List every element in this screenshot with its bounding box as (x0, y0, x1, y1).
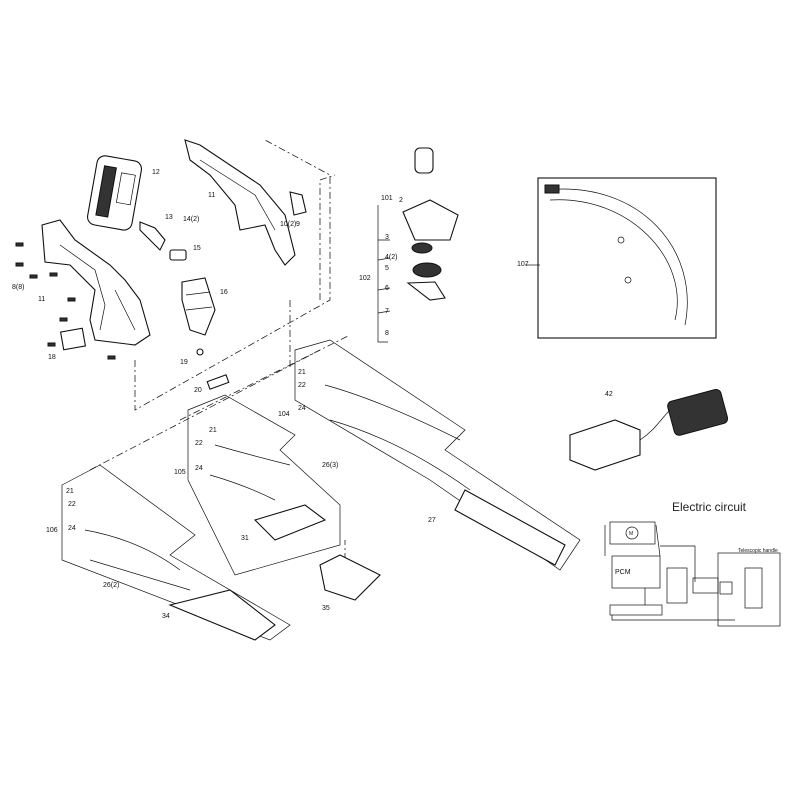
part-number-label: 24 (195, 465, 203, 472)
part-number-label: 101 (381, 195, 393, 202)
part-number-label: 31 (241, 535, 249, 542)
part-number-label: 26(3) (322, 462, 338, 469)
part-number-label: 18 (48, 354, 56, 361)
part-number-label: 7 (385, 308, 389, 315)
handle-housing-left (41, 219, 151, 346)
part-number-label: 10(2) (280, 221, 296, 228)
part-number-label: 15 (193, 245, 201, 252)
battery-pack (86, 155, 143, 231)
part-number-label: 107 (517, 261, 529, 268)
screws (15, 242, 116, 360)
part-number-label: 21 (298, 369, 306, 376)
part-number-label: 4(2) (385, 254, 397, 261)
part-number-label: 6 (385, 285, 389, 292)
part-number-label: 24 (68, 525, 76, 532)
electric-circuit: Electric circuit M PCM Telescopic handle (604, 500, 781, 627)
part-number-label: 34 (162, 613, 170, 620)
part-number-label: 27 (428, 517, 436, 524)
part-number-label: 104 (278, 411, 290, 418)
part-number-label: 26(2) (103, 582, 119, 589)
handle-housing-right (184, 139, 296, 266)
part-number-label: 106 (46, 527, 58, 534)
part-number-label: 19 (180, 359, 188, 366)
part-number-label: 12 (152, 169, 160, 176)
part-number-label: 9 (296, 221, 300, 228)
part-number-label: 21 (66, 488, 74, 495)
part-number-label: 14(2) (183, 216, 199, 223)
part-number-label: 5 (385, 265, 389, 272)
part-number-label: 42 (605, 391, 613, 398)
part-number-label: 13 (165, 214, 173, 221)
part-number-label: 20 (194, 387, 202, 394)
part-number-label: 102 (359, 275, 371, 282)
part-number-label: 3 (385, 234, 389, 241)
part-number-label: 35 (322, 605, 330, 612)
part-number-label: 8(8) (12, 284, 24, 291)
switch-parts (59, 191, 307, 390)
motor-icon (625, 526, 639, 540)
blade-set-106 (61, 464, 381, 641)
part-number-label: 21 (209, 427, 217, 434)
part-number-label: 16 (220, 289, 228, 296)
motor-label: M (629, 531, 633, 537)
pcm-label: PCM (615, 569, 631, 576)
part-labels: 12 11 13 14(2) 15 16 10(2)9 8(8) 11 18 19 20 101 2 3 10… (12, 169, 613, 620)
part-number-label: 105 (174, 469, 186, 476)
part-number-label: 11 (208, 192, 215, 199)
blade-set-105 (187, 394, 341, 576)
telescopic-handle-label: Telescopic handle (738, 548, 778, 554)
assembly-lines (89, 139, 351, 560)
part-number-label: 22 (298, 382, 306, 389)
telescopic-handle-box (525, 177, 717, 339)
part-number-label: 8 (385, 330, 389, 337)
part-number-label: 22 (195, 440, 203, 447)
gearbox-assembly (377, 147, 459, 343)
part-number-label: 24 (298, 405, 306, 412)
part-number-label: 22 (68, 501, 76, 508)
charger (569, 388, 729, 471)
part-number-label: 11 (38, 296, 45, 303)
blade-set-104 (294, 339, 581, 571)
part-number-label: 2 (399, 197, 403, 204)
circuit-title: Electric circuit (672, 500, 747, 514)
